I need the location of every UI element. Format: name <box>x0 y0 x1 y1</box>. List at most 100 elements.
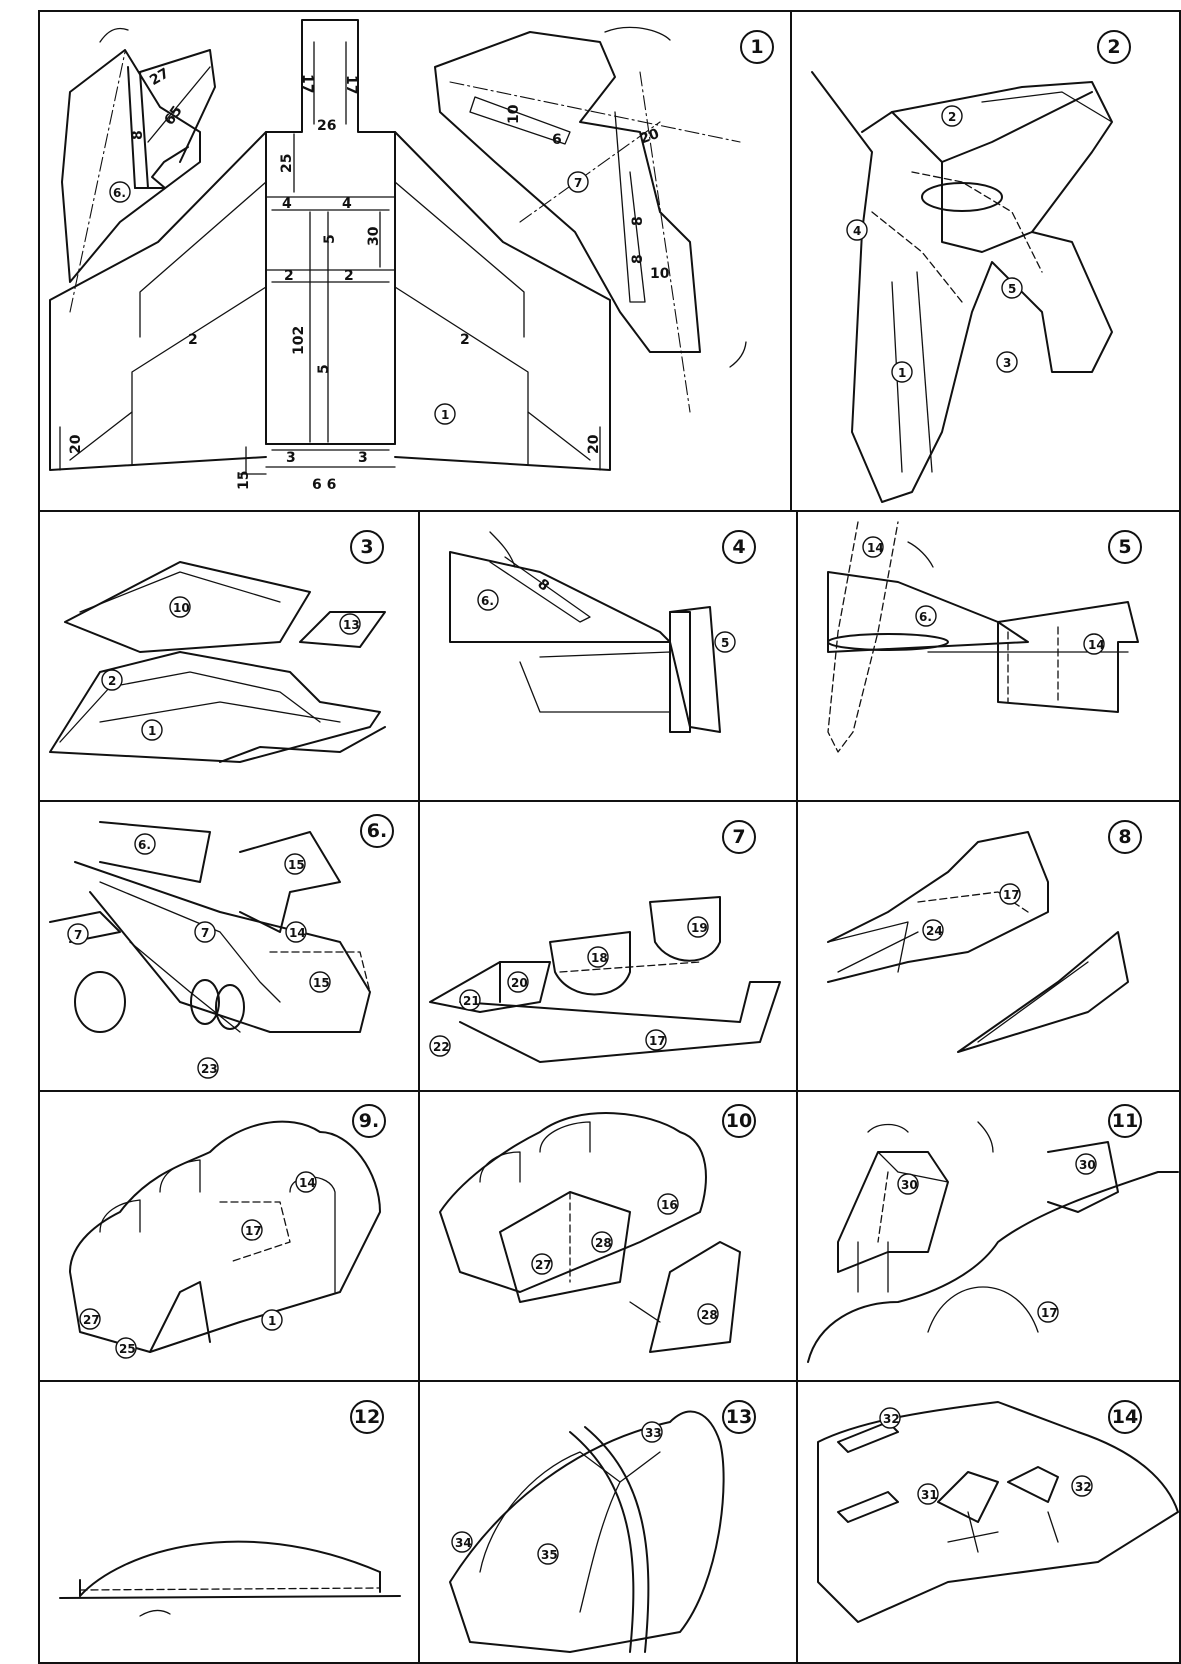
step-11-panel: 30 30 17 11 <box>796 1090 1181 1382</box>
step-badge: 1 <box>740 30 774 64</box>
dim-10a: 10 <box>506 104 522 124</box>
step-badge: 4 <box>722 530 756 564</box>
step-3-assembly-diagram: 10 13 2 1 <box>49 561 386 763</box>
dim-30: 30 <box>366 226 382 246</box>
part-21-label: 21 <box>463 994 480 1008</box>
part-5-label: 5 <box>721 636 729 650</box>
part-14-label: 14 <box>289 926 306 940</box>
step-13-panel: 33 34 35 13 <box>418 1380 798 1664</box>
dim-8b: 8 <box>630 216 646 226</box>
dim-8a: 8 <box>130 130 146 140</box>
dim-20b: 20 <box>586 434 602 454</box>
step-5-panel: 14 14 6. 5 <box>796 510 1181 802</box>
step-badge: 12 <box>350 1400 384 1434</box>
dim-5a: 5 <box>322 234 338 244</box>
part-35-label: 35 <box>541 1548 558 1562</box>
part-32a-label: 32 <box>883 1412 900 1426</box>
part-15b-label: 15 <box>313 976 330 990</box>
step-11-assembly-diagram: 30 30 17 <box>807 1121 1179 1363</box>
step-badge: 11 <box>1108 1104 1142 1138</box>
step-13-canopy-diagram: 33 34 35 <box>449 1410 725 1653</box>
part-17-label: 17 <box>1041 1306 1058 1320</box>
part-18-label: 18 <box>591 951 608 965</box>
part-31-label: 31 <box>921 1488 938 1502</box>
step-badge: 9. <box>352 1104 386 1138</box>
part-5-label: 5 <box>1008 282 1016 296</box>
part-25-label: 25 <box>119 1342 136 1356</box>
dim-102: 102 <box>291 326 307 355</box>
dim-20c: 20 <box>638 126 662 148</box>
step-14-assembly-diagram: 32 31 32 <box>817 1401 1179 1623</box>
step-6-assembly-diagram: 6. 15 7 7 14 15 23 <box>49 821 371 1079</box>
dim-4b: 4 <box>342 196 352 212</box>
dim-6-6: 6 6 <box>312 477 336 493</box>
step-10-assembly-diagram: 16 28 27 28 <box>439 1112 741 1353</box>
part-6-label: 6. <box>481 594 494 608</box>
step-badge: 7 <box>722 820 756 854</box>
part-33-label: 33 <box>645 1426 662 1440</box>
part-6-label: 6. <box>138 838 151 852</box>
part-10-label: 10 <box>173 601 190 615</box>
part-2-label: 2 <box>108 674 116 688</box>
step-6-panel: 6. 15 7 7 14 15 23 6. <box>38 800 420 1092</box>
step-badge: 3 <box>350 530 384 564</box>
step-9-panel: 14 17 27 25 1 9. <box>38 1090 420 1382</box>
part-23-label: 23 <box>201 1062 218 1076</box>
part-16-label: 16 <box>661 1198 678 1212</box>
step-badge: 13 <box>722 1400 756 1434</box>
dim-2b: 2 <box>344 268 354 284</box>
dim-5b: 5 <box>316 364 332 374</box>
part-4-label: 4 <box>853 224 861 238</box>
part-15a-label: 15 <box>288 858 305 872</box>
part-27-label: 27 <box>83 1313 100 1327</box>
dim-4a: 4 <box>282 196 292 212</box>
dim-17a: 17 <box>299 74 315 93</box>
part-1-label: 1 <box>268 1314 276 1328</box>
dim-65: 65 <box>161 103 185 128</box>
dim-3a: 3 <box>286 450 296 466</box>
part-14b-label: 14 <box>1088 638 1105 652</box>
step-3-panel: 10 13 2 1 3 <box>38 510 420 802</box>
part-17-label: 17 <box>1003 888 1020 902</box>
dim-26: 26 <box>317 118 336 134</box>
dim-8c: 8 <box>630 254 646 264</box>
part-14-label: 14 <box>299 1176 316 1190</box>
part-30a-label: 30 <box>901 1178 918 1192</box>
part-1-label: 1 <box>898 366 906 380</box>
step-2-panel: 2 4 5 3 1 2 <box>790 10 1181 512</box>
dim-15: 15 <box>236 471 252 490</box>
step-badge: 10 <box>722 1104 756 1138</box>
part-27-label: 27 <box>535 1258 552 1272</box>
dim-25: 25 <box>279 154 295 173</box>
part-14a-label: 14 <box>867 541 884 555</box>
part-20-label: 20 <box>511 976 528 990</box>
step-2-assembly-diagram: 2 4 5 3 1 <box>811 71 1113 503</box>
part-17-label: 17 <box>649 1034 666 1048</box>
step-12-panel: 12 <box>38 1380 420 1664</box>
part-19-label: 19 <box>691 921 708 935</box>
step-14-panel: 32 31 32 14 <box>796 1380 1181 1664</box>
part-6-label: 6. <box>113 186 126 200</box>
part-30b-label: 30 <box>1079 1158 1096 1172</box>
part-1-label: 1 <box>148 724 156 738</box>
part-1-label: 1 <box>441 408 449 422</box>
part-2-label: 2 <box>948 110 956 124</box>
step-8-panel: 17 24 8 <box>796 800 1181 1092</box>
step-badge: 14 <box>1108 1400 1142 1434</box>
part-13-label: 13 <box>343 618 360 632</box>
part-17-label: 17 <box>245 1224 262 1238</box>
part-34-label: 34 <box>455 1536 472 1550</box>
part-3-label: 3 <box>1003 356 1011 370</box>
step-7-assembly-diagram: 18 19 20 21 22 17 <box>429 896 781 1063</box>
part-6-label: 6. <box>919 610 932 624</box>
dim-6: 6 <box>552 132 562 148</box>
dim-2a: 2 <box>284 268 294 284</box>
step-4-assembly-diagram: 6. 5 8 <box>449 531 736 733</box>
part-32b-label: 32 <box>1075 1480 1092 1494</box>
dim-2d: 2 <box>460 332 470 348</box>
part-22-label: 22 <box>433 1040 450 1054</box>
step-1-panel: 17 17 26 25 4 4 30 5 2 2 102 5 3 3 15 20… <box>38 10 792 512</box>
part-28a-label: 28 <box>595 1236 612 1250</box>
step-badge: 5 <box>1108 530 1142 564</box>
